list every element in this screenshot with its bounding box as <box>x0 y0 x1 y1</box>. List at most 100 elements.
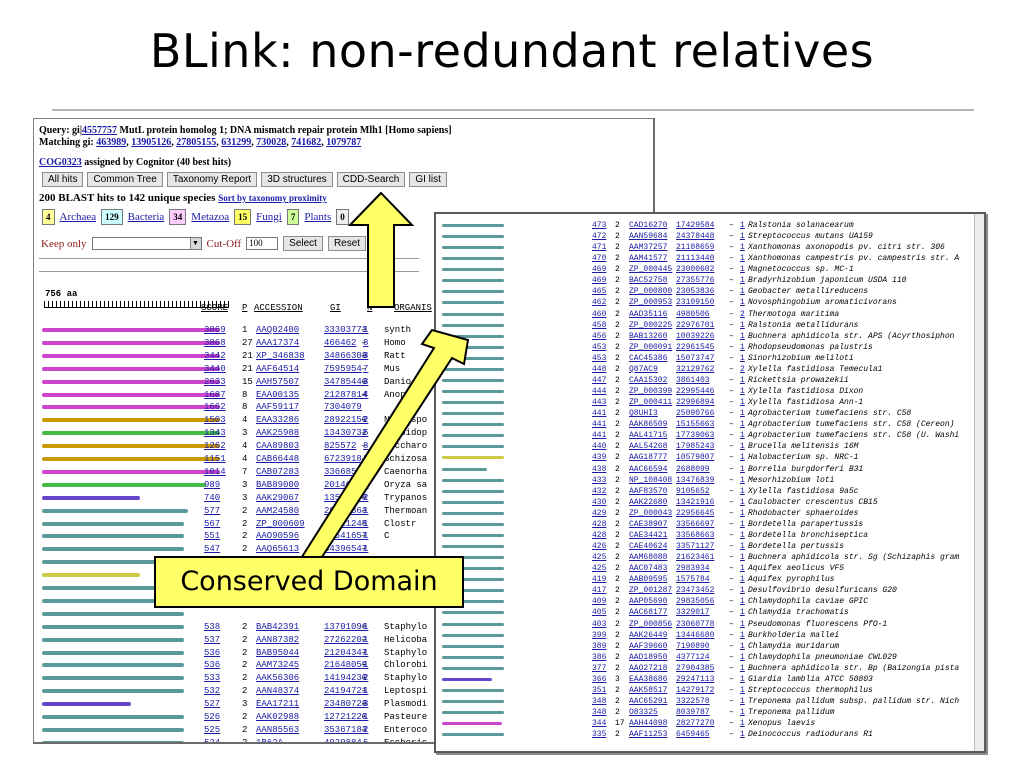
n-link[interactable]: 1 <box>740 685 745 695</box>
accession-link[interactable]: AAG18777 <box>629 453 668 463</box>
accession-link[interactable]: 1B62A <box>256 737 284 744</box>
n-link[interactable]: 2 <box>740 364 745 374</box>
n-link[interactable]: 1 <box>740 398 745 408</box>
gi-link[interactable]: 21113440 <box>676 254 715 264</box>
n-link[interactable]: 1 <box>740 641 745 651</box>
accession-link[interactable]: AAK58517 <box>629 685 668 695</box>
score-link[interactable]: 409 <box>592 597 607 607</box>
score-link[interactable]: 536 <box>204 647 221 658</box>
n-link[interactable]: 1 <box>740 730 745 740</box>
score-link[interactable]: 430 <box>592 497 607 507</box>
gi-link[interactable]: 2983934 <box>676 564 710 574</box>
n-link[interactable]: 1 <box>740 232 745 242</box>
matching-gi-link[interactable]: 741682 <box>291 137 322 148</box>
accession-link[interactable]: CAE40624 <box>629 542 668 552</box>
metazoa-link[interactable]: Metazoa <box>191 211 230 223</box>
accession-link[interactable]: AAM37257 <box>629 243 668 253</box>
gi-link[interactable]: 12721220 <box>324 712 368 722</box>
score-link[interactable]: 425 <box>592 553 607 563</box>
accession-link[interactable]: XP_346838 <box>256 350 305 361</box>
gi-link[interactable]: 7190890 <box>676 641 710 651</box>
accession-link[interactable]: AAH44098 <box>629 719 668 729</box>
gi-link[interactable]: 22995446 <box>676 387 715 397</box>
gi-link[interactable]: 23053836 <box>676 287 715 297</box>
gi-link[interactable]: 15155663 <box>676 420 715 430</box>
col-score[interactable]: SCORE <box>201 303 229 313</box>
score-link[interactable]: 527 <box>204 699 221 710</box>
score-link[interactable]: 444 <box>592 387 607 397</box>
score-link[interactable]: 1151 <box>204 454 226 464</box>
n-link[interactable]: 1 <box>363 686 369 697</box>
matching-gi-link[interactable]: 13905126 <box>131 137 172 148</box>
score-link[interactable]: 377 <box>592 663 607 673</box>
n-link[interactable]: 1 <box>740 431 745 441</box>
n-link[interactable]: 1 <box>740 608 745 618</box>
accession-link[interactable]: NP_108408 <box>629 475 673 485</box>
n-link[interactable]: 1 <box>740 221 745 230</box>
accession-link[interactable]: AAM24580 <box>256 505 300 516</box>
accession-link[interactable]: AAF83570 <box>629 486 668 496</box>
gi-link[interactable]: 24194721 <box>324 686 368 697</box>
score-link[interactable]: 453 <box>592 342 607 352</box>
gi-link[interactable]: 13446680 <box>676 630 715 640</box>
n-link[interactable]: 1 <box>740 663 745 673</box>
gi-link[interactable]: 17429584 <box>676 221 715 230</box>
gi-link[interactable]: 6459465 <box>676 730 710 740</box>
col-gi[interactable]: GI <box>330 303 341 313</box>
n-link[interactable]: 1 <box>740 553 745 563</box>
accession-link[interactable]: ZP_000399 <box>629 387 673 397</box>
accession-link[interactable]: BAC52758 <box>629 276 668 286</box>
accession-link[interactable]: ZP_000800 <box>629 287 673 297</box>
score-link[interactable]: 426 <box>592 542 607 552</box>
gi-link[interactable]: 1575784 <box>676 575 710 585</box>
n-link[interactable]: 1 <box>740 331 745 341</box>
query-gi-link[interactable]: 4557757 <box>82 125 118 136</box>
accession-link[interactable]: AAM73245 <box>256 660 300 671</box>
accession-link[interactable]: AAK25988 <box>256 428 300 439</box>
score-link[interactable]: 439 <box>592 453 607 463</box>
gi-link[interactable]: 8039787 <box>676 708 710 718</box>
n-link[interactable]: 1 <box>740 475 745 485</box>
score-link[interactable]: 524 <box>204 737 221 744</box>
score-link[interactable]: 335 <box>592 730 607 740</box>
sort-taxonomy-link[interactable]: Sort by taxonomy proximity <box>218 193 327 203</box>
accession-link[interactable]: AAQ02400 <box>256 325 300 335</box>
cdd-search-button[interactable]: CDD-Search <box>336 172 406 187</box>
score-link[interactable]: 989 <box>204 479 221 490</box>
all-hits-button[interactable]: All hits <box>42 172 84 187</box>
select-button[interactable]: Select <box>283 236 323 251</box>
score-link[interactable]: 403 <box>592 619 607 629</box>
score-link[interactable]: 471 <box>592 243 607 253</box>
accession-link[interactable]: CAC45386 <box>629 353 668 363</box>
n-link[interactable]: 1 <box>740 597 745 607</box>
score-link[interactable]: 428 <box>592 530 607 540</box>
n-link[interactable]: 1 <box>740 420 745 430</box>
n-link[interactable]: 1 <box>740 320 745 330</box>
score-link[interactable]: 3869 <box>204 325 226 335</box>
accession-link[interactable]: O83325 <box>629 708 658 718</box>
gi-link[interactable]: 28277270 <box>676 719 715 729</box>
accession-link[interactable]: AAN85563 <box>256 724 300 735</box>
score-link[interactable]: 417 <box>592 586 607 596</box>
gi-link[interactable]: 7304079 <box>324 402 362 413</box>
n-link[interactable]: 1 <box>740 508 745 518</box>
gi-link[interactable]: 22961545 <box>676 342 715 352</box>
score-link[interactable]: 432 <box>592 486 607 496</box>
n-link[interactable]: 1 <box>363 621 369 632</box>
score-link[interactable]: 462 <box>592 298 607 308</box>
score-link[interactable]: 525 <box>204 724 221 735</box>
